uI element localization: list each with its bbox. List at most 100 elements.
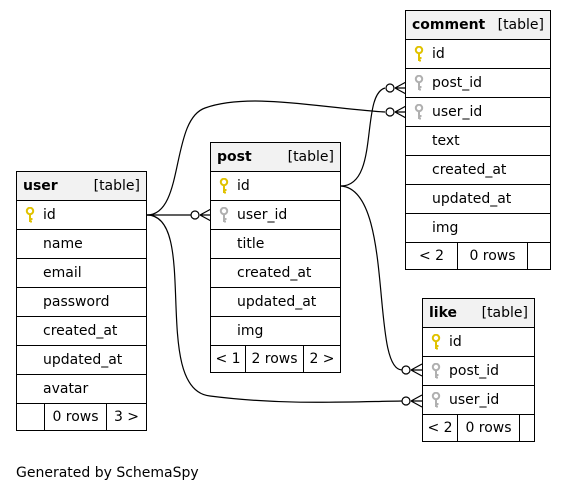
column-row-id[interactable]: id (406, 40, 550, 69)
column-name: password (43, 294, 110, 310)
primary-key-icon (17, 207, 43, 223)
rel-post-like (340, 185, 403, 371)
table-name: post (217, 149, 252, 165)
table-type: [table] (287, 149, 334, 165)
footer-parents[interactable]: < 1 (211, 346, 246, 372)
generated-by-caption: Generated by SchemaSpy (16, 465, 199, 481)
column-row-updated-at[interactable]: updated_at (17, 346, 146, 375)
footer-rows: 2 rows (246, 346, 304, 372)
column-name: post_id (432, 75, 483, 91)
column-row-title[interactable]: title (211, 230, 340, 259)
column-row-name[interactable]: name (17, 230, 146, 259)
optional-circle-like-user_id (401, 396, 411, 406)
column-row-avatar[interactable]: avatar (17, 375, 146, 404)
table-header: like [table] (423, 299, 534, 328)
column-name: id (449, 334, 462, 350)
table-type: [table] (497, 17, 544, 33)
column-name: user_id (432, 104, 483, 120)
column-name: user_id (449, 392, 500, 408)
column-row-post-id[interactable]: post_id (423, 357, 534, 386)
footer-parents[interactable] (17, 404, 45, 430)
column-row-updated-at[interactable]: updated_at (211, 288, 340, 317)
table-user[interactable]: user [table] id name email password created_… (16, 171, 147, 431)
primary-key-icon (423, 334, 449, 350)
primary-key-icon (406, 46, 432, 62)
column-name: img (237, 323, 264, 339)
column-row-user-id[interactable]: user_id (211, 201, 340, 230)
column-name: user_id (237, 207, 288, 223)
column-row-password[interactable]: password (17, 288, 146, 317)
foreign-key-icon (406, 75, 432, 91)
column-row-created-at[interactable]: created_at (17, 317, 146, 346)
column-row-img[interactable]: img (406, 214, 550, 243)
column-name: name (43, 236, 83, 252)
column-row-img[interactable]: img (211, 317, 340, 346)
optional-circle-post-user_id (190, 210, 200, 220)
column-row-user-id[interactable]: user_id (406, 98, 550, 127)
column-name: title (237, 236, 265, 252)
optional-circle-comment-post_id (385, 83, 395, 93)
column-row-id[interactable]: id (17, 201, 146, 230)
table-name: like (429, 305, 458, 321)
column-name: img (432, 220, 459, 236)
column-row-id[interactable]: id (211, 172, 340, 201)
column-row-post-id[interactable]: post_id (406, 69, 550, 98)
column-name: id (432, 46, 445, 62)
table-header: user [table] (17, 172, 146, 201)
footer-children[interactable]: 3 > (113, 409, 140, 425)
rel-user-like (146, 214, 403, 403)
column-name: created_at (237, 265, 312, 281)
table-header: comment [table] (406, 11, 550, 40)
column-name: updated_at (237, 294, 317, 310)
table-footer: 0 rows 3 > (17, 404, 146, 430)
footer-children[interactable] (528, 243, 550, 269)
column-name: email (43, 265, 82, 281)
column-name: updated_at (432, 191, 512, 207)
table-type: [table] (481, 305, 528, 321)
column-row-updated-at[interactable]: updated_at (406, 185, 550, 214)
column-name: id (43, 207, 56, 223)
column-name: post_id (449, 363, 500, 379)
table-header: post [table] (211, 143, 340, 172)
rel-user-comment (146, 100, 386, 216)
foreign-key-icon (406, 104, 432, 120)
column-row-user-id[interactable]: user_id (423, 386, 534, 415)
column-name: id (237, 178, 250, 194)
footer-parents[interactable]: < 2 (423, 415, 458, 441)
column-name: created_at (432, 162, 507, 178)
crowfoot-forks (199, 81, 423, 408)
table-like[interactable]: like [table] id post_id user_id < 2 0 rows (422, 298, 535, 442)
table-type: [table] (93, 178, 140, 194)
crowfoot-markers (190, 83, 411, 406)
column-row-email[interactable]: email (17, 259, 146, 288)
foreign-key-icon (423, 363, 449, 379)
primary-key-icon (211, 178, 237, 194)
optional-circle-comment-user_id (385, 107, 395, 117)
footer-children[interactable]: 2 > (309, 351, 335, 367)
table-name: user (23, 178, 58, 194)
column-row-id[interactable]: id (423, 328, 534, 357)
rel-post-comment (340, 87, 386, 187)
table-footer: < 1 2 rows 2 > (211, 346, 340, 372)
footer-children[interactable] (520, 415, 534, 441)
footer-rows: 0 rows (458, 243, 528, 269)
table-footer: < 2 0 rows (423, 415, 534, 441)
column-name: created_at (43, 323, 118, 339)
foreign-key-icon (211, 207, 237, 223)
column-row-text[interactable]: text (406, 127, 550, 156)
foreign-key-icon (423, 392, 449, 408)
column-name: text (432, 133, 460, 149)
column-name: updated_at (43, 352, 123, 368)
footer-rows: 0 rows (458, 415, 520, 441)
table-name: comment (412, 17, 486, 33)
optional-circle-like-post_id (401, 365, 411, 375)
column-row-created-at[interactable]: created_at (406, 156, 550, 185)
footer-parents[interactable]: < 2 (406, 243, 458, 269)
column-name: avatar (43, 381, 89, 397)
table-footer: < 2 0 rows (406, 243, 550, 269)
footer-rows: 0 rows (45, 404, 107, 430)
column-row-created-at[interactable]: created_at (211, 259, 340, 288)
